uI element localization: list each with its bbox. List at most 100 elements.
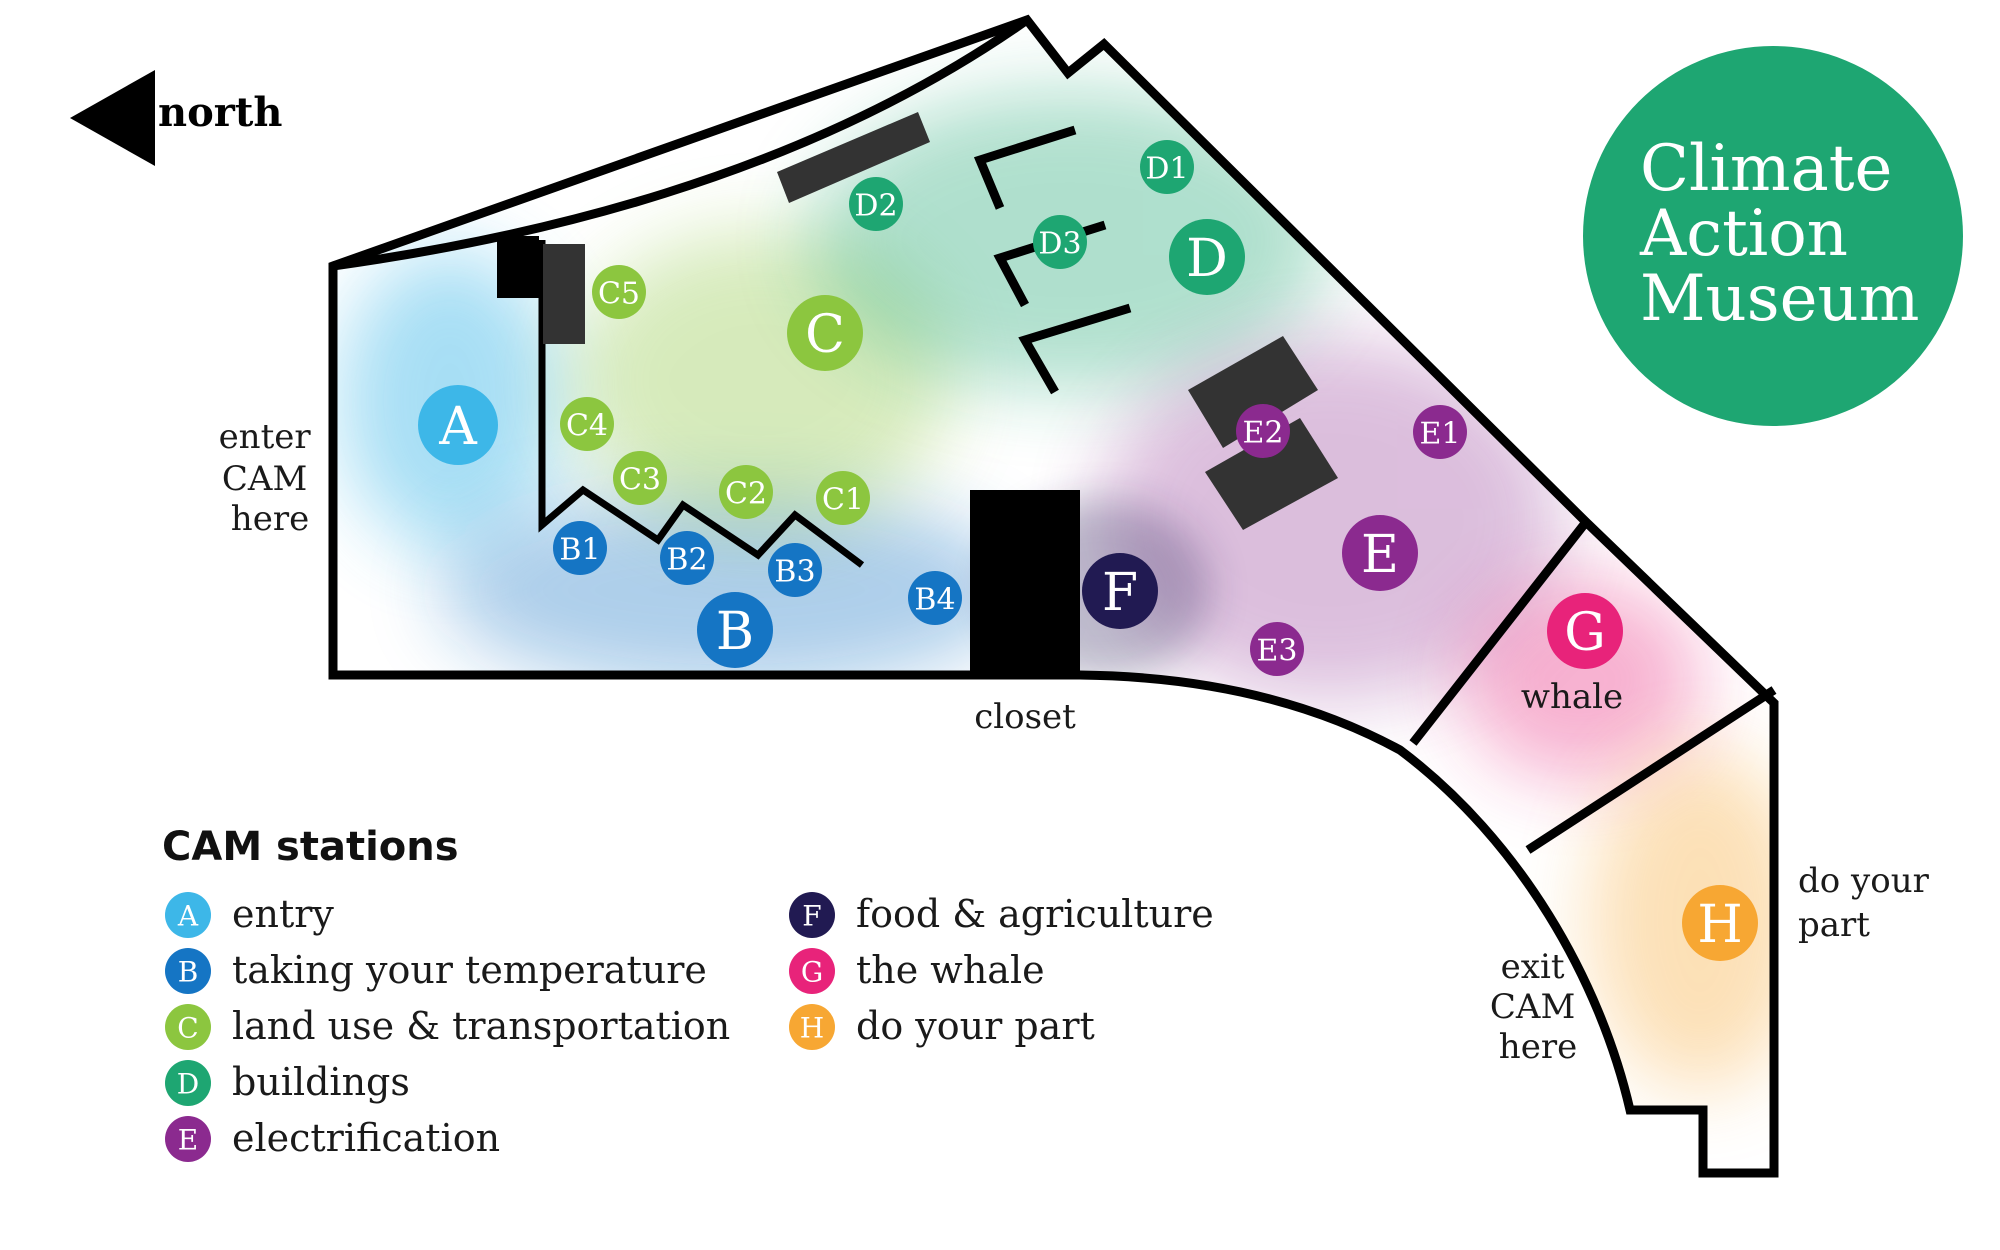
marker-label: D3 — [1038, 227, 1081, 262]
legend-text: electrification — [232, 1116, 500, 1160]
marker-label: C4 — [566, 409, 608, 444]
marker-circle — [768, 543, 822, 597]
marker-circle — [1236, 404, 1290, 458]
station-marker-b3[interactable]: B3 — [768, 543, 822, 597]
marker-circle — [816, 471, 870, 525]
station-marker-d3[interactable]: D3 — [1033, 215, 1087, 269]
building-outline — [328, 14, 1779, 1178]
marker-label: D2 — [854, 189, 897, 224]
marker-label: F — [1102, 563, 1138, 623]
station-marker-c2[interactable]: C2 — [719, 465, 773, 519]
station-marker-f[interactable]: F — [1082, 553, 1158, 629]
exit-label: exit CAM here — [1490, 947, 1586, 1067]
station-marker-c[interactable]: C — [787, 295, 863, 371]
zone-g-wash — [1460, 580, 1700, 780]
marker-circle — [553, 521, 607, 575]
legend-swatch — [165, 1060, 211, 1106]
do-your-part-label: do your part — [1798, 861, 1940, 945]
marker-circle — [418, 385, 498, 465]
marker-label: A — [438, 397, 478, 457]
panel-d2 — [777, 112, 930, 203]
logo-line-2: Action — [1639, 197, 1848, 271]
legend-key: H — [800, 1012, 824, 1045]
north-wall-curve — [332, 16, 1030, 271]
marker-label: B4 — [914, 583, 955, 618]
marker-circle — [1682, 885, 1758, 961]
legend-key: A — [177, 900, 199, 933]
legend-text: the whale — [856, 948, 1045, 992]
logo-circle — [1583, 46, 1963, 426]
north-arrow-icon — [70, 70, 155, 166]
l-wall-3 — [1018, 303, 1132, 395]
station-marker-e2[interactable]: E2 — [1236, 404, 1290, 458]
divider-e-g — [1409, 519, 1590, 746]
museum-logo: Climate Action Museum — [1583, 46, 1963, 426]
station-marker-c3[interactable]: C3 — [613, 451, 667, 505]
legend-text: do your part — [856, 1004, 1095, 1048]
marker-label: B3 — [774, 555, 815, 590]
station-marker-c5[interactable]: C5 — [592, 265, 646, 319]
station-marker-d[interactable]: D — [1169, 219, 1245, 295]
marker-circle — [719, 465, 773, 519]
legend-text: buildings — [232, 1060, 410, 1104]
marker-label: E2 — [1243, 416, 1284, 451]
marker-label: H — [1697, 895, 1742, 955]
block-e2-lower — [1205, 418, 1338, 530]
station-marker-d2[interactable]: D2 — [849, 177, 903, 231]
legend-title: CAM stations — [162, 824, 459, 870]
legend-swatch — [789, 1004, 835, 1050]
legend-text: land use & transportation — [232, 1004, 730, 1048]
station-marker-c4[interactable]: C4 — [560, 397, 614, 451]
station-marker-b4[interactable]: B4 — [908, 571, 962, 625]
marker-circle — [1140, 140, 1194, 194]
legend-key: G — [801, 956, 823, 989]
marker-circle — [560, 397, 614, 451]
legend-text: food & agriculture — [856, 892, 1214, 936]
marker-label: C2 — [725, 477, 767, 512]
marker-label: B — [716, 602, 754, 662]
logo-line-3: Museum — [1640, 262, 1919, 336]
station-marker-e1[interactable]: E1 — [1413, 405, 1467, 459]
station-marker-b2[interactable]: B2 — [660, 531, 714, 585]
station-marker-e3[interactable]: E3 — [1250, 622, 1304, 676]
marker-label: E — [1361, 525, 1399, 585]
marker-circle — [1547, 593, 1623, 669]
marker-circle — [1033, 215, 1087, 269]
marker-circle — [787, 295, 863, 371]
legend-swatch — [165, 1116, 211, 1162]
station-marker-g[interactable]: G — [1547, 593, 1623, 669]
station-marker-b[interactable]: B — [697, 592, 773, 668]
legend-text: entry — [232, 892, 334, 936]
station-marker-c1[interactable]: C1 — [816, 471, 870, 525]
marker-circle — [613, 451, 667, 505]
legend-swatch — [165, 948, 211, 994]
station-marker-b1[interactable]: B1 — [553, 521, 607, 575]
pillar — [497, 236, 539, 298]
marker-circle — [660, 531, 714, 585]
marker-label: D — [1186, 229, 1228, 289]
marker-circle — [592, 265, 646, 319]
marker-label: B2 — [666, 543, 707, 578]
station-marker-a[interactable]: A — [418, 385, 498, 465]
whale-label: whale — [1521, 677, 1623, 717]
closet-block — [970, 490, 1080, 675]
panel-c5 — [543, 244, 585, 344]
logo-line-1: Climate — [1640, 132, 1892, 206]
station-marker-e[interactable]: E — [1342, 515, 1418, 591]
legend-key: E — [178, 1124, 198, 1157]
north-label: north — [158, 89, 282, 136]
station-marker-d1[interactable]: D1 — [1140, 140, 1194, 194]
marker-label: C3 — [619, 463, 661, 498]
l-wall-1 — [973, 125, 1077, 210]
station-marker-h[interactable]: H — [1682, 885, 1758, 961]
legend-swatch — [789, 948, 835, 994]
north-compass: north — [70, 70, 282, 166]
marker-circle — [697, 592, 773, 668]
marker-label: C5 — [598, 277, 640, 312]
